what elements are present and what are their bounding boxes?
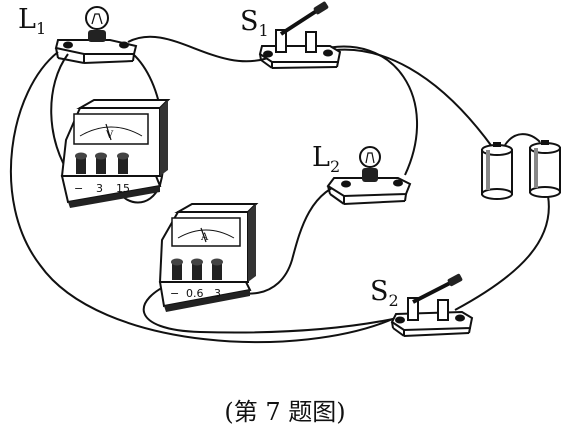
wires [10, 35, 550, 344]
figure-caption: (第 7 题图) [224, 398, 345, 426]
ammeter-terminal-minus: − [170, 287, 179, 300]
lamp-l1-label: L1 [18, 4, 46, 38]
lamp-l1-socket [88, 30, 106, 42]
ammeter-dial-symbol: A [200, 232, 209, 243]
switch-s2-blade [412, 280, 453, 304]
ammeter-terminal-0-6: 0.6 [186, 287, 204, 300]
wire-battery-to-s2 [454, 195, 550, 311]
ammeter-terminal-3: 3 [214, 287, 221, 300]
ammeter-terminals [171, 258, 223, 280]
ammeter: A − 0.6 3 [158, 203, 259, 312]
wire-ammeter-to-s2 [142, 281, 399, 334]
switch-s1-blade [279, 8, 320, 36]
wire-s1-to-l2 [317, 45, 418, 176]
voltmeter-terminal-3: 3 [96, 182, 103, 195]
switch-s2-handle [447, 273, 463, 287]
bulb-icon [359, 146, 381, 168]
switch-s2-label: S2 [370, 276, 399, 310]
lamp-l2 [326, 146, 412, 205]
lamp-l1-terminal-right [119, 41, 129, 49]
lamp-l2-socket [362, 168, 378, 182]
switch-s1 [258, 1, 342, 69]
switch-s1-handle [313, 1, 329, 15]
battery-pack [481, 133, 561, 200]
wire-l1-around-to-s2 [10, 51, 396, 344]
switch-s2 [390, 273, 474, 337]
voltmeter: V − 3 15 [60, 99, 171, 208]
bulb-icon [85, 6, 109, 30]
voltmeter-terminal-minus: − [74, 182, 83, 195]
lamp-l1-terminal-left [63, 41, 73, 49]
lamp-l2-label: L2 [312, 142, 340, 176]
voltmeter-terminals [75, 152, 129, 174]
switch-s1-label: S1 [240, 6, 269, 40]
wire-s1-to-battery [321, 48, 494, 149]
lamp-l1 [54, 6, 138, 64]
wire-l1-to-voltmeter-15 [117, 45, 166, 204]
voltmeter-dial-symbol: V [105, 130, 114, 141]
wire-l1-to-s1 [127, 35, 269, 63]
voltmeter-terminal-15: 15 [116, 182, 130, 195]
